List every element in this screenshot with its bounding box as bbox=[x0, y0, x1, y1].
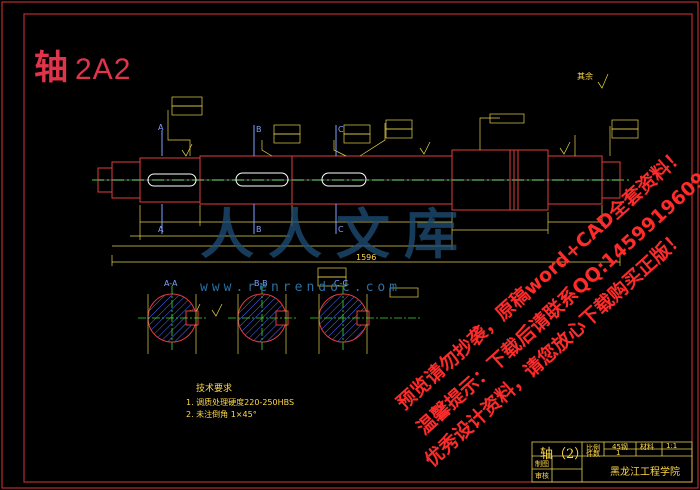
section-label-c: C-C bbox=[334, 279, 349, 288]
tb-drawn-label: 制图 bbox=[535, 460, 549, 468]
view-mark-b: B bbox=[256, 125, 262, 134]
stamp-char: 轴 bbox=[34, 48, 69, 88]
gear-teeth bbox=[509, 150, 519, 210]
view-mark-a: A bbox=[158, 123, 164, 132]
inner-frame bbox=[23, 13, 693, 483]
section-markers bbox=[161, 125, 337, 234]
view-mark-a-bottom: A bbox=[158, 225, 164, 234]
watermark-brand: 人人文库 bbox=[200, 202, 472, 266]
roughness-note: 其余 bbox=[577, 72, 593, 81]
section-views bbox=[138, 286, 420, 354]
tb-ratio-label: 比例 bbox=[586, 444, 600, 452]
section-label-b: B-B bbox=[254, 279, 268, 288]
tb-material: 45钢 bbox=[612, 443, 628, 451]
view-mark-c: C bbox=[338, 125, 344, 134]
tb-school: 黑龙江工程学院 bbox=[610, 467, 680, 478]
tb-check-label: 审核 bbox=[535, 472, 549, 480]
view-mark-c-bottom: C bbox=[338, 225, 344, 234]
tb-part-name: 轴（2） bbox=[540, 447, 588, 462]
overall-length: 1596 bbox=[356, 253, 377, 262]
title-block bbox=[531, 441, 693, 483]
keyways bbox=[147, 172, 367, 187]
tb-ratio: 1:1 bbox=[666, 442, 678, 450]
tb-material-label: 材料 bbox=[640, 443, 654, 451]
tech-req-title: 技术要求 bbox=[196, 384, 233, 394]
section-label-a: A-A bbox=[164, 279, 178, 288]
stamp-code: 2A2 bbox=[75, 53, 132, 86]
tech-req-item-2: 2. 未注倒角 1×45° bbox=[186, 410, 257, 419]
watermark-site: www.renrendoc.com bbox=[200, 280, 402, 295]
tech-req-item-1: 1. 调质处理硬度220-250HBS bbox=[186, 398, 295, 407]
tb-qty-label: 件数 bbox=[586, 450, 600, 458]
tb-qty: 1 bbox=[616, 449, 621, 457]
dimensions bbox=[111, 73, 639, 317]
view-mark-b-bottom: B bbox=[256, 225, 262, 234]
